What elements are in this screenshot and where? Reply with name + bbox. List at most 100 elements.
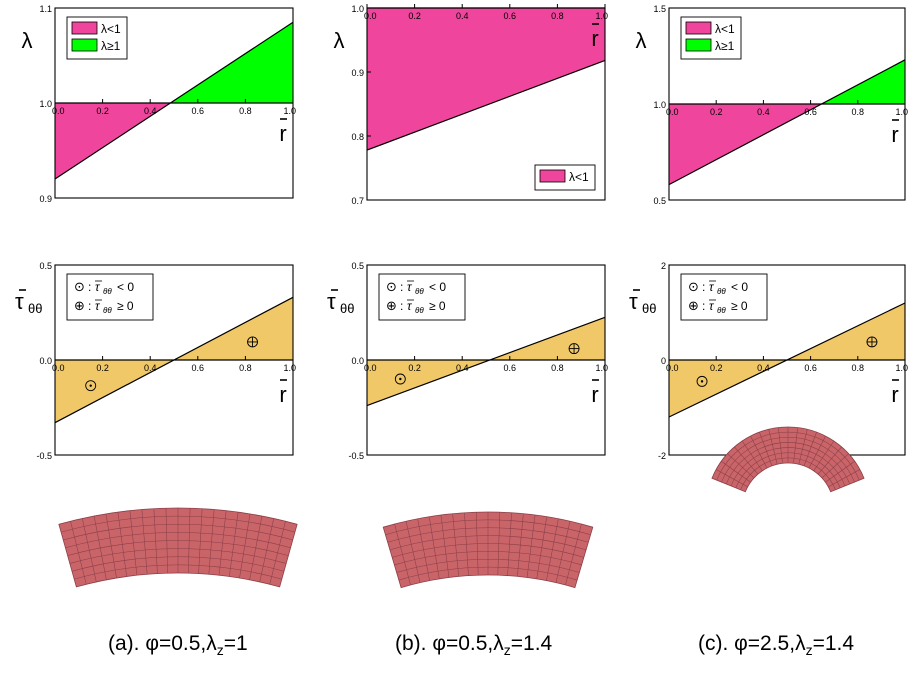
x-tick-label: 1.0	[595, 363, 608, 373]
mesh-spoke	[813, 440, 835, 472]
y-tick-label: 0.7	[351, 196, 364, 206]
legend: λ<1λ≥1	[66, 16, 128, 60]
x-tick-label: 0.6	[504, 363, 517, 373]
mesh-spoke	[440, 514, 450, 578]
y-tick-label: -2	[658, 451, 666, 461]
y-tick-label: 1.0	[39, 99, 52, 109]
x-tick-label: 1.0	[895, 107, 908, 117]
caption-a: (a). φ=0.5,λz=1	[108, 632, 248, 659]
mesh-spoke	[475, 512, 479, 576]
legend-box	[378, 273, 466, 321]
legend-label: λ≥1	[715, 39, 735, 53]
mesh-spoke	[808, 435, 826, 469]
y-axis-label: τ	[327, 289, 336, 314]
x-tick-label: 0.8	[551, 11, 564, 21]
x-tick-label: 1.0	[595, 11, 608, 21]
x-tick-label: 0.2	[408, 11, 421, 21]
mesh-spoke	[825, 461, 855, 483]
mesh-spoke	[536, 516, 548, 579]
legend: λ<1λ≥1	[680, 16, 742, 60]
odot-marker	[696, 375, 708, 387]
y-tick-label: -0.5	[36, 451, 52, 461]
mesh-spoke	[798, 429, 808, 465]
y-axis-label-sub: θθ	[28, 301, 42, 316]
mesh-spoke	[821, 453, 849, 479]
mesh-spoke	[517, 513, 524, 577]
odot-marker	[394, 373, 406, 385]
x-tick-label: 0.0	[364, 11, 377, 21]
legend-symbol: ⊙	[74, 279, 85, 294]
mesh-spoke	[141, 509, 148, 575]
mesh-spoke	[555, 521, 571, 583]
y-tick-label: 0.0	[351, 356, 364, 366]
legend: λ<1	[534, 164, 596, 191]
mesh-spoke	[81, 518, 97, 582]
x-tick-label: 0.0	[666, 107, 679, 117]
y-tick-label: 0.5	[653, 196, 666, 206]
mesh-spoke	[793, 427, 798, 464]
legend-box	[680, 273, 768, 321]
legend-box	[66, 273, 154, 321]
legend-sub: θθ	[717, 306, 726, 315]
y-tick-label: 2	[661, 261, 666, 271]
mesh-spoke	[208, 509, 215, 575]
legend-symbol: ⊙	[688, 279, 699, 294]
x-axis-label: r	[891, 122, 898, 147]
series-line	[668, 59, 906, 186]
legend-label: λ≥1	[101, 39, 121, 53]
x-axis-label: r	[279, 382, 286, 407]
legend-tau: τ	[407, 299, 413, 313]
x-tick-label: 0.6	[192, 106, 205, 116]
mesh-spoke	[464, 512, 469, 576]
legend-label: λ<1	[715, 22, 735, 36]
mesh-spoke	[218, 510, 227, 576]
series-line	[668, 302, 906, 418]
legend-colon: :	[400, 280, 403, 294]
y-tick-label: -0.5	[348, 451, 364, 461]
x-tick-label: 0.8	[852, 363, 865, 373]
mesh-spoke	[239, 513, 251, 579]
x-tick-label: 0.4	[757, 107, 770, 117]
mesh-spoke	[817, 446, 842, 475]
y-axis-label: λ	[636, 28, 647, 53]
x-tick-label: 0.8	[551, 363, 564, 373]
x-axis-label: r	[591, 26, 598, 51]
mesh-spoke	[394, 523, 411, 586]
x-axis-label: r	[279, 121, 286, 146]
legend-text: < 0	[117, 280, 134, 294]
mesh-spoke	[153, 508, 158, 574]
mesh-spoke	[546, 518, 559, 581]
legend-symbol: ⊙	[386, 279, 397, 294]
caption-c: (c). φ=2.5,λz=1.4	[698, 632, 855, 659]
mesh-spoke	[70, 521, 87, 585]
legend-sub: θθ	[717, 287, 726, 296]
legend-swatch	[685, 21, 712, 35]
mesh-spoke	[417, 518, 430, 581]
mesh-spoke	[716, 469, 748, 488]
x-tick-label: 0.0	[666, 363, 679, 373]
odot-marker-dot	[89, 384, 92, 387]
mesh-spoke	[93, 515, 107, 580]
mesh-b	[382, 511, 594, 589]
y-tick-label: 1.1	[39, 4, 52, 14]
x-tick-label: 0.4	[456, 11, 469, 21]
mesh-spoke	[727, 453, 755, 479]
mesh-spoke	[828, 469, 860, 488]
mesh-spoke	[105, 513, 117, 579]
mesh-spoke	[229, 512, 239, 577]
x-tick-label: 0.6	[504, 11, 517, 21]
x-tick-label: 1.0	[283, 106, 296, 116]
legend-tau: τ	[95, 299, 101, 313]
mesh-spoke	[198, 508, 203, 574]
legend-tau: τ	[95, 280, 101, 294]
x-tick-label: 1.0	[895, 363, 908, 373]
mesh-a	[58, 507, 298, 588]
x-tick-label: 0.6	[804, 107, 817, 117]
caption-b: (b). φ=0.5,λz=1.4	[395, 632, 553, 659]
legend-colon: :	[400, 299, 403, 313]
